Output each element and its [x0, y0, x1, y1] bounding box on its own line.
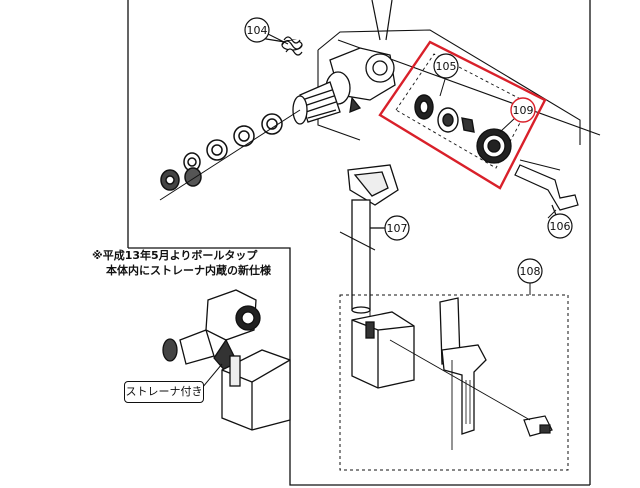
- svg-text:104: 104: [247, 24, 268, 37]
- svg-text:109: 109: [513, 104, 534, 117]
- note-line-2: 本体内にストレーナ内蔵の新仕様: [106, 264, 271, 277]
- svg-text:106: 106: [550, 220, 571, 233]
- pipe-part-107: [339, 164, 399, 314]
- svg-text:108: 108: [520, 265, 541, 278]
- svg-text:105: 105: [436, 60, 457, 73]
- spring-part-104: [259, 36, 303, 56]
- inset-ball-tap: [162, 289, 291, 431]
- note-line-1: ※平成13年5月よりボールタップ: [92, 249, 258, 262]
- gear-part-109: [476, 128, 512, 164]
- callout-108: 108: [517, 258, 543, 284]
- washers: [159, 109, 301, 201]
- spec-change-note: ※平成13年5月よりボールタップ 本体内にストレーナ内蔵の新仕様: [92, 248, 302, 278]
- strainer-leader: [201, 363, 223, 389]
- top-pointer-lines: [371, 0, 393, 41]
- float-assembly-108: [339, 294, 569, 471]
- callout-leaders: [267, 33, 557, 295]
- svg-text:107: 107: [387, 222, 408, 235]
- callout-105: 105: [433, 53, 459, 79]
- callout-109: 109: [510, 97, 536, 123]
- callout-107: 107: [384, 215, 410, 241]
- strainer-label: ストレーナ付き: [124, 381, 204, 403]
- callout-104: 104: [244, 17, 270, 43]
- callout-106: 106: [547, 213, 573, 239]
- ball-tap-body: [292, 47, 396, 125]
- bracket-part-106: [514, 164, 579, 221]
- valve-parts-105: [414, 94, 475, 133]
